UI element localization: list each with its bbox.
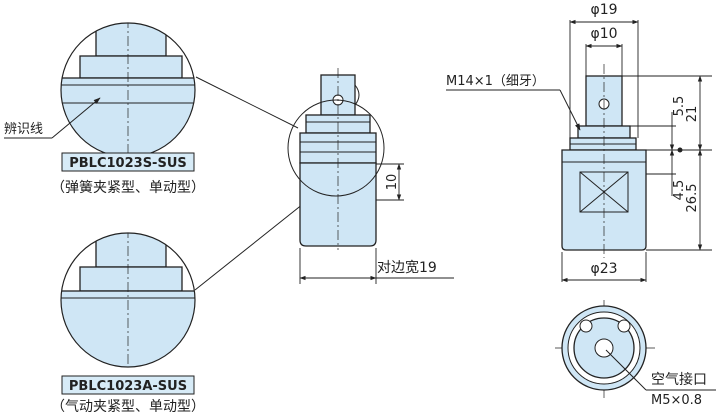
dimension-value-h26-5: 26.5 (685, 184, 700, 213)
dimension-phi10: φ10 (585, 26, 623, 76)
phi19-label: φ19 (590, 2, 617, 18)
across-flats-label: 对边宽19 (377, 259, 437, 276)
dimension-phi19: φ19 (569, 2, 639, 138)
detail-zoom-a (60, 232, 196, 368)
detail-zoom-s (60, 22, 196, 158)
detail-leader-top (195, 76, 299, 129)
dimension-phi23: φ23 (561, 252, 647, 283)
model-s-label: PBLC1023S-SUS (69, 156, 186, 171)
model-s-box (61, 152, 195, 172)
detail-leader-bottom (194, 199, 309, 291)
air-port-label: 空气接口 (651, 371, 707, 388)
dimension-across-flats: 对边宽19 (299, 248, 454, 284)
model-s-description: （弹簧夹紧型、单动型） (51, 180, 205, 196)
dimension-right-vertical: 5.5 21 4.5 26.5 (622, 75, 712, 251)
air-port-callout: 空气接口 M5×0.8 (605, 349, 716, 408)
model-a-box (61, 375, 195, 395)
model-a-label: PBLC1023A-SUS (69, 379, 187, 394)
identification-line-label: 辨识线 (4, 122, 43, 137)
dimension-value-h10: 10 (385, 174, 400, 191)
front-view-right (561, 64, 647, 258)
side-view-middle (287, 68, 385, 250)
thread-callout: M14×1（细牙） (446, 74, 581, 131)
model-a-description: （气动夹紧型、单动型） (51, 399, 205, 412)
phi10-label: φ10 (590, 26, 617, 42)
dimension-value-h4-5: 4.5 (672, 180, 687, 201)
dimension-value-h5-5: 5.5 (672, 96, 687, 117)
dimension-10: 10 (376, 163, 404, 201)
identification-line-callout: 辨识线 (4, 97, 101, 139)
air-port-thread-label: M5×0.8 (651, 393, 702, 408)
dimension-value-h21: 21 (685, 106, 700, 123)
thread-label: M14×1（细牙） (446, 74, 545, 89)
phi23-label: φ23 (590, 261, 617, 277)
